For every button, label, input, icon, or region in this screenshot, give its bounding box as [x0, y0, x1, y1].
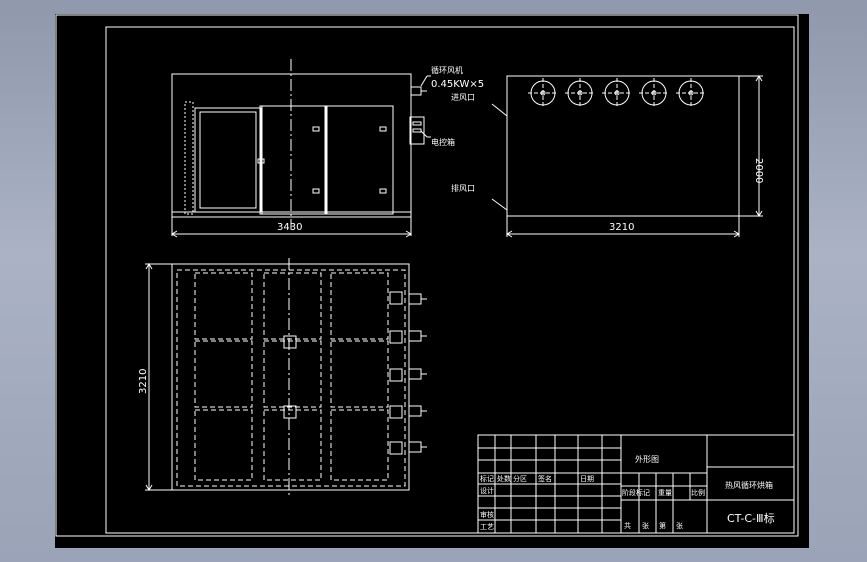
drawing-title: 外形图 [635, 454, 659, 464]
engineering-drawing: 3430 循环风机 0.45KW×5 电控箱 [55, 14, 799, 537]
tb-cell-no: 第 [659, 521, 666, 530]
title-block [477, 434, 795, 534]
fan-power-label: 0.45KW×5 [431, 79, 484, 90]
side-width-dim: 3210 [609, 222, 634, 233]
fan-symbols [528, 78, 706, 108]
tb-cell-zone: 分区 [513, 474, 527, 483]
plan-view [145, 258, 427, 496]
tb-cell-stage: 阶段标记 [622, 488, 650, 497]
outer-frame [55, 14, 799, 537]
fan-label: 循环风机 [431, 65, 463, 75]
drawing-number: CT-C-Ⅲ标 [727, 511, 775, 525]
tb-row-design: 设计 [480, 486, 494, 495]
tb-cell-weight: 重量 [658, 489, 672, 497]
control-box-label: 电控箱 [431, 137, 455, 147]
inner-frame [105, 26, 795, 534]
plan-depth-dim: 3210 [138, 369, 149, 394]
tb-row-process: 工艺 [480, 523, 494, 531]
tb-row-check: 审核 [480, 510, 494, 519]
tb-cell-sheet: 张 [676, 521, 683, 530]
product-name: 热风循环烘箱 [725, 480, 773, 490]
front-width-dim: 3430 [277, 222, 302, 233]
front-view [171, 59, 431, 238]
inlet-label: 进风口 [451, 93, 475, 102]
tb-cell-scale: 比例 [691, 488, 705, 497]
tb-cell-total: 共 [624, 521, 631, 530]
tb-cell-sign: 签名 [538, 474, 552, 483]
tb-cell-count: 处数 [497, 474, 511, 483]
outlet-label: 排风口 [451, 183, 475, 193]
tb-row-mark: 标记 [480, 474, 494, 483]
tb-cell-sheets: 张 [642, 521, 649, 530]
side-height-dim: 2000 [753, 158, 764, 183]
tb-cell-date: 日期 [580, 475, 594, 483]
cad-viewport[interactable]: 3430 循环风机 0.45KW×5 电控箱 [55, 14, 809, 548]
side-view [491, 75, 763, 238]
